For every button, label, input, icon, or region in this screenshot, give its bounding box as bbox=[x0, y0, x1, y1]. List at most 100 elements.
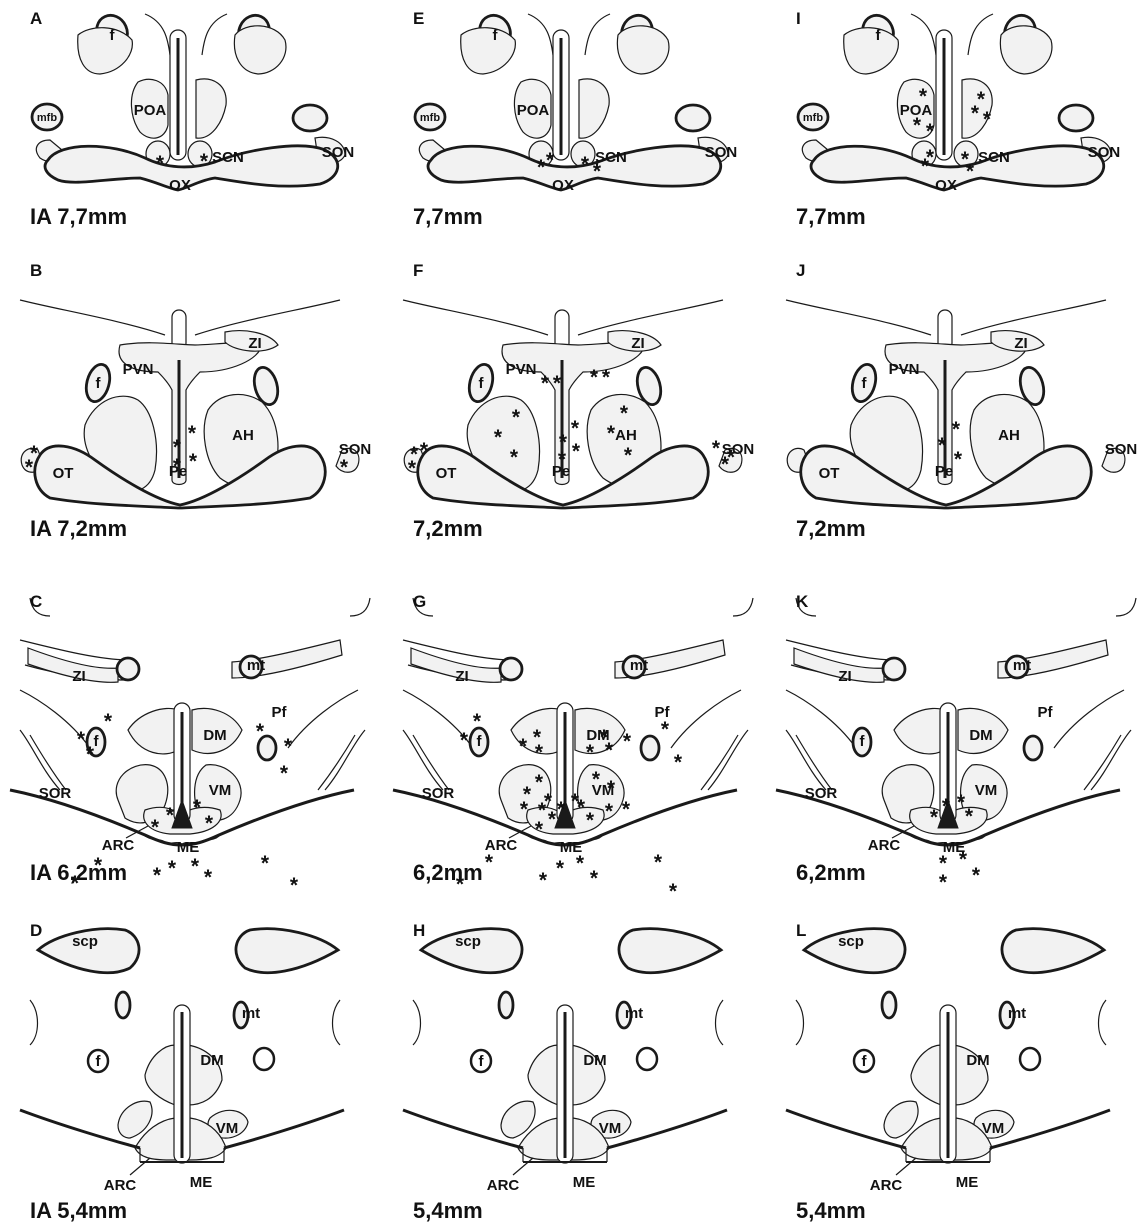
labeled-cell-marker: * bbox=[77, 728, 86, 751]
region-label: DM bbox=[966, 1052, 989, 1069]
labeled-cell-marker: * bbox=[539, 869, 548, 892]
region-label: OX bbox=[169, 177, 191, 194]
labeled-cell-marker: * bbox=[153, 864, 162, 887]
region-label: DM bbox=[200, 1052, 223, 1069]
region-label: ZI bbox=[455, 668, 468, 685]
interaural-coordinate-label: IA 5,4mm bbox=[30, 1198, 127, 1223]
region-label: ARC bbox=[870, 1177, 903, 1194]
labeled-cell-marker: * bbox=[966, 160, 975, 183]
labeled-cell-marker: * bbox=[557, 798, 566, 821]
labeled-cell-marker: * bbox=[546, 149, 555, 172]
region-label: ME bbox=[573, 1174, 596, 1191]
region-label: scp bbox=[838, 933, 864, 950]
panel-letter: K bbox=[796, 592, 809, 611]
labeled-cell-marker: * bbox=[954, 448, 963, 471]
labeled-cell-marker: * bbox=[86, 743, 95, 766]
region-label: mfb bbox=[37, 112, 57, 124]
region-label: SON bbox=[1088, 144, 1121, 161]
labeled-cell-marker: * bbox=[519, 735, 528, 758]
region-label: DM bbox=[583, 1052, 606, 1069]
region-label: PVN bbox=[889, 361, 920, 378]
interaural-coordinate-label: 7,2mm bbox=[413, 516, 483, 541]
panel-letter: D bbox=[30, 921, 42, 940]
region-label: ME bbox=[956, 1174, 979, 1191]
interaural-coordinate-label: IA 7,2mm bbox=[30, 516, 127, 541]
labeled-cell-marker: * bbox=[420, 439, 429, 462]
region-label: SCN bbox=[978, 149, 1010, 166]
labeled-cell-marker: * bbox=[510, 446, 519, 469]
labeled-cell-marker: * bbox=[541, 372, 550, 395]
labeled-cell-marker: * bbox=[930, 806, 939, 829]
region-label: mfb bbox=[420, 112, 440, 124]
labeled-cell-marker: * bbox=[727, 446, 736, 469]
region-label: ZI bbox=[631, 335, 644, 352]
labeled-cell-marker: * bbox=[972, 864, 981, 887]
region-label: ME bbox=[190, 1174, 213, 1191]
labeled-cell-marker: * bbox=[576, 852, 585, 875]
panel-letter: J bbox=[796, 261, 805, 280]
interaural-coordinate-label: 7,2mm bbox=[796, 516, 866, 541]
region-label: mt bbox=[1013, 657, 1031, 674]
region-label: VM bbox=[599, 1120, 622, 1137]
labeled-cell-marker: * bbox=[553, 372, 562, 395]
labeled-cell-marker: * bbox=[712, 437, 721, 460]
panel-letter: E bbox=[413, 9, 424, 28]
labeled-cell-marker: * bbox=[926, 120, 935, 143]
panel-i: fmfbPOASCNSONOXI7,7mm********** bbox=[796, 9, 1120, 229]
labeled-cell-marker: * bbox=[607, 422, 616, 445]
labeled-cell-marker: * bbox=[94, 854, 103, 877]
panel-b: ZIPVNfAHSONOTPeBIA 7,2mm******* bbox=[20, 261, 371, 541]
region-label: OT bbox=[819, 465, 840, 482]
region-label: ARC bbox=[102, 837, 135, 854]
region-label: Pf bbox=[272, 704, 288, 721]
panel-j: ZIPVNfAHSONOTPeJ7,2mm*** bbox=[786, 261, 1137, 541]
region-label: ZI bbox=[838, 668, 851, 685]
labeled-cell-marker: * bbox=[494, 426, 503, 449]
region-label: AH bbox=[232, 427, 254, 444]
labeled-cell-marker: * bbox=[571, 417, 580, 440]
labeled-cell-marker: * bbox=[654, 851, 663, 874]
region-label: OT bbox=[436, 465, 457, 482]
labeled-cell-marker: * bbox=[408, 457, 417, 480]
region-label: VM bbox=[982, 1120, 1005, 1137]
labeled-cell-marker: * bbox=[939, 871, 948, 894]
panel-letter: F bbox=[413, 261, 423, 280]
region-label: mt bbox=[625, 1005, 643, 1022]
region-label: POA bbox=[134, 102, 167, 119]
region-label: mt bbox=[247, 657, 265, 674]
labeled-cell-marker: * bbox=[971, 102, 980, 125]
labeled-cell-marker: * bbox=[983, 108, 992, 131]
region-label: Pe bbox=[935, 463, 953, 480]
panel-h: scpmtfDMVMARCMEH5,4mm******** bbox=[403, 851, 727, 1223]
region-label: VM bbox=[209, 782, 232, 799]
region-label: DM bbox=[203, 727, 226, 744]
labeled-cell-marker: * bbox=[674, 751, 683, 774]
panel-k: ZImtPffDMVMSORARCMEK6,2mm**** bbox=[776, 592, 1136, 885]
labeled-cell-marker: * bbox=[572, 440, 581, 463]
labeled-cell-marker: * bbox=[919, 85, 928, 108]
region-label: SON bbox=[705, 144, 738, 161]
panel-e: fmfbPOASCNSONOXE7,7mm**** bbox=[413, 9, 737, 229]
panel-a: fmfbPOASCNSONOXAIA 7,7mm** bbox=[30, 9, 354, 229]
labeled-cell-marker: * bbox=[25, 456, 34, 479]
panel-g: ZImtPffDMVMSORARCMEG6,2mm***************… bbox=[393, 592, 753, 885]
labeled-cell-marker: * bbox=[592, 768, 601, 791]
region-label: POA bbox=[517, 102, 550, 119]
labeled-cell-marker: * bbox=[959, 848, 968, 871]
labeled-cell-marker: * bbox=[191, 855, 200, 878]
region-label: SOR bbox=[805, 785, 838, 802]
labeled-cell-marker: * bbox=[200, 150, 209, 173]
brain-section-outline bbox=[20, 929, 344, 1175]
labeled-cell-marker: * bbox=[104, 710, 113, 733]
region-label: ZI bbox=[1014, 335, 1027, 352]
panel-letter: H bbox=[413, 921, 425, 940]
panel-letter: G bbox=[413, 592, 426, 611]
region-label: scp bbox=[72, 933, 98, 950]
region-label: ARC bbox=[868, 837, 901, 854]
brain-section-outline bbox=[403, 929, 727, 1175]
labeled-cell-marker: * bbox=[535, 741, 544, 764]
panel-letter: L bbox=[796, 921, 806, 940]
region-label: AH bbox=[998, 427, 1020, 444]
region-label: ME bbox=[177, 839, 200, 856]
